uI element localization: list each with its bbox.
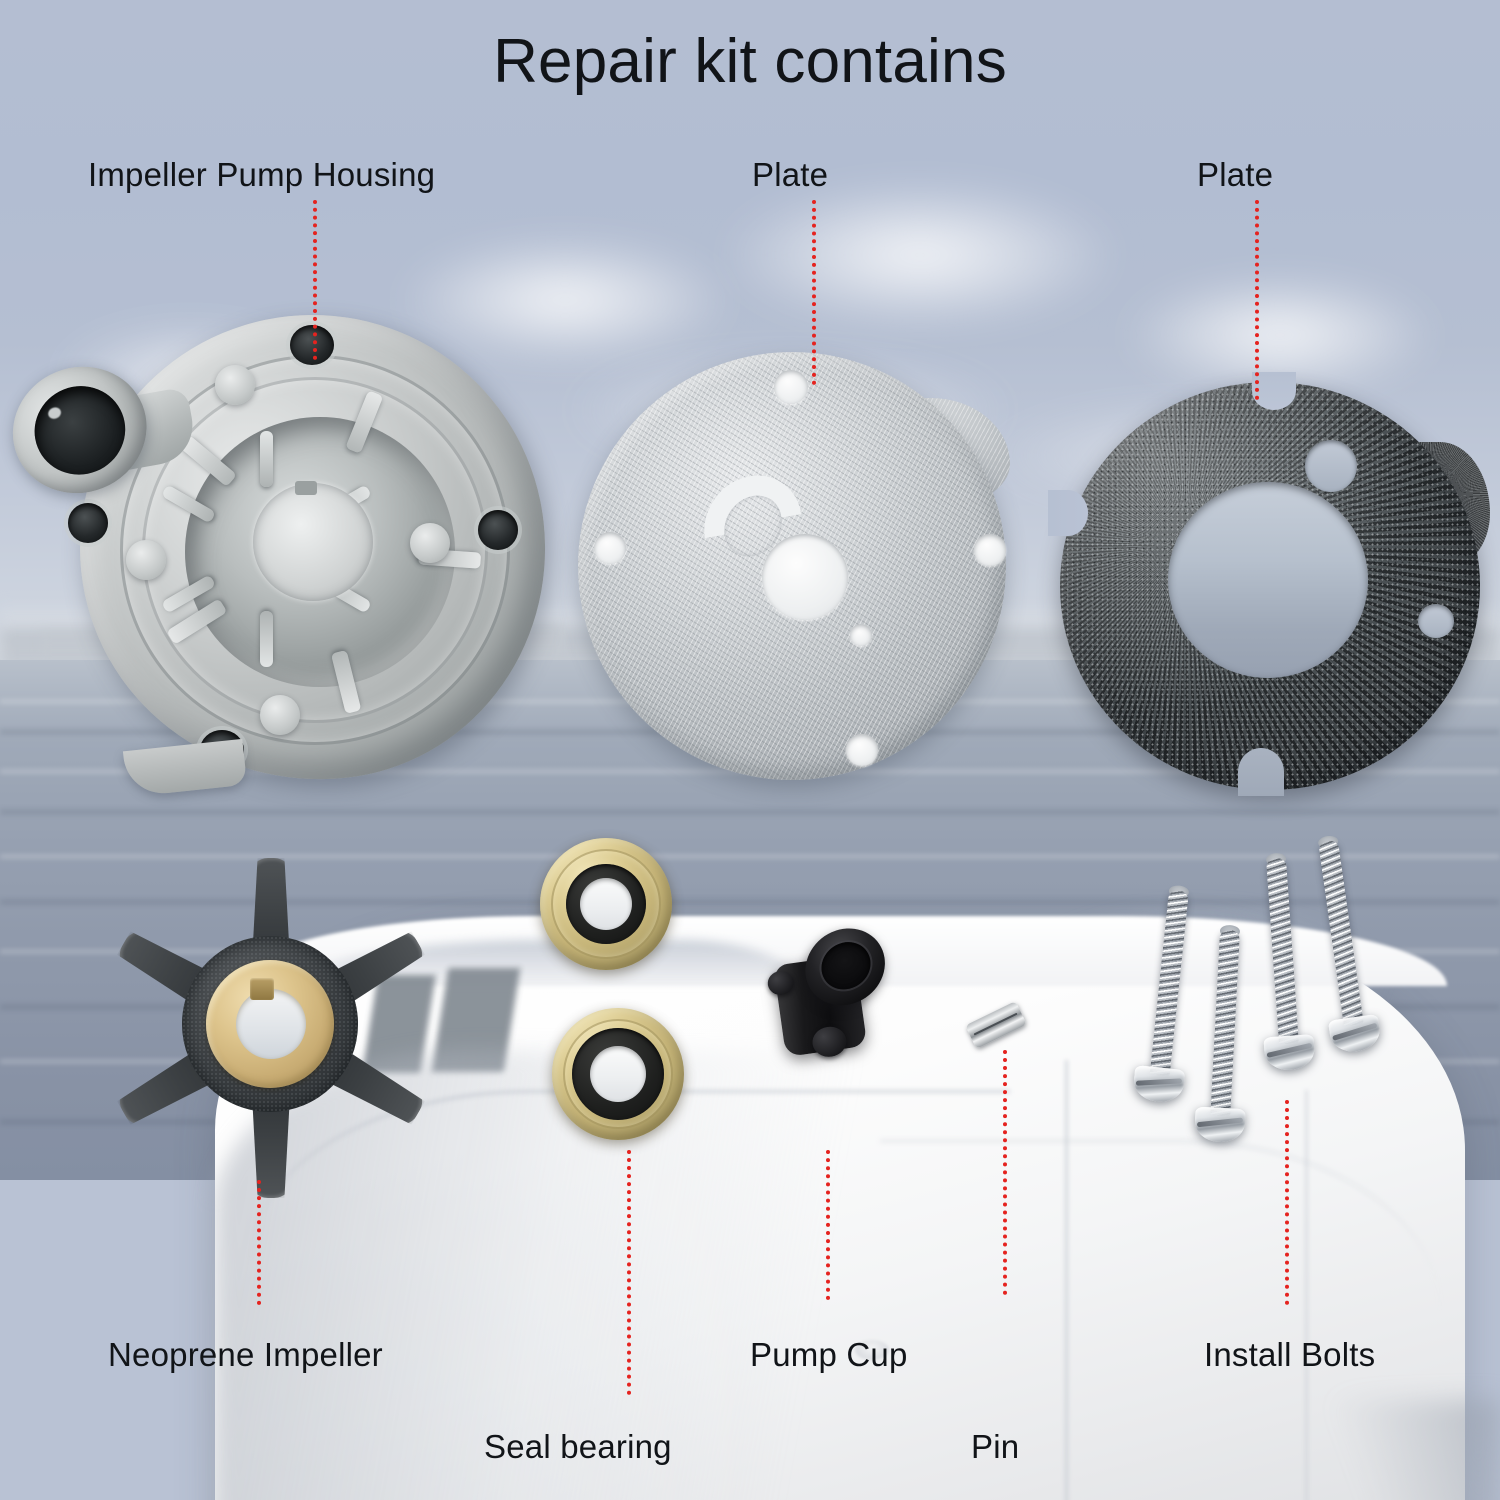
gasket-notch: [1048, 490, 1088, 536]
label-neoprene-impeller: Neoprene Impeller: [108, 1336, 383, 1373]
bolt-slot: [1266, 1042, 1313, 1058]
seal-bore: [590, 1046, 646, 1102]
seal-ring: [563, 1019, 673, 1129]
hull-crease: [880, 1140, 1440, 1390]
boat: [0, 620, 1500, 1500]
seal-bore: [580, 878, 632, 930]
water-ripple: [0, 810, 1500, 814]
leader-line-plate-gasket: [1255, 200, 1259, 400]
water-ripple: [0, 900, 1500, 904]
gasket-bolt-hole: [1418, 604, 1454, 638]
label-pump-cup: Pump Cup: [750, 1336, 908, 1373]
hull-seam: [1065, 1060, 1068, 1500]
part-plate-gasket: [1048, 372, 1490, 802]
impeller-bore: [236, 989, 306, 1059]
bolt-slot: [1196, 1117, 1244, 1128]
leader-line-impeller-pump-housing: [313, 200, 317, 360]
plate-bolt-hole: [974, 534, 1006, 566]
gasket-center-hole: [1168, 482, 1368, 678]
label-seal-bearing: Seal bearing: [484, 1428, 672, 1465]
housing-bolt-hole: [68, 503, 108, 543]
label-install-bolts: Install Bolts: [1204, 1336, 1376, 1373]
housing-vane: [260, 431, 273, 487]
housing-boss: [215, 365, 255, 405]
gasket-notch: [1252, 372, 1296, 410]
plate-center-hole: [762, 534, 848, 620]
label-plate-metal: Plate: [752, 156, 829, 193]
part-pump-cup: [763, 920, 901, 1070]
hull-seam: [1305, 1090, 1308, 1500]
part-seal-bearing: [540, 838, 672, 970]
seal-ring: [551, 849, 661, 959]
housing-bolt-hole: [290, 325, 334, 365]
gasket-bolt-hole: [1305, 440, 1357, 492]
impeller-keyway: [250, 978, 274, 1000]
hull-fitting: [855, 1340, 889, 1360]
label-pin: Pin: [971, 1428, 1020, 1465]
leader-line-pump-cup: [826, 1150, 830, 1300]
housing-hub-key: [295, 481, 317, 495]
housing-flange-notch: [122, 738, 248, 798]
bolt-slot: [1332, 1022, 1378, 1041]
bolt-slot: [1135, 1078, 1182, 1086]
part-plate-metal: [578, 352, 1018, 792]
plate-bolt-hole: [594, 532, 626, 564]
water-ripple: [0, 855, 1500, 858]
housing-hub-bore: [253, 483, 373, 601]
part-impeller-pump-housing: [0, 291, 569, 804]
housing-boss: [410, 523, 450, 563]
housing-bolt-hole: [478, 510, 518, 550]
part-neoprene-impeller: [60, 818, 480, 1238]
plate-pin-hole: [850, 624, 872, 646]
bolt-head: [1263, 1034, 1316, 1072]
label-plate-gasket: Plate: [1197, 156, 1274, 193]
bolt-threaded-shank: [1266, 857, 1299, 1045]
housing-boss: [260, 695, 300, 735]
leader-line-plate-metal: [812, 200, 816, 385]
leader-line-pin: [1003, 1050, 1007, 1295]
label-impeller-pump-housing: Impeller Pump Housing: [88, 156, 436, 193]
leader-line-seal-bearing: [627, 1150, 631, 1395]
housing-boss: [126, 540, 166, 580]
page-title: Repair kit contains: [493, 27, 1007, 96]
plate-bolt-hole: [846, 734, 878, 766]
gasket-notch: [1238, 748, 1284, 796]
part-seal-bearing: [552, 1008, 684, 1140]
bolt-head: [1193, 1106, 1246, 1144]
leader-line-install-bolts: [1285, 1100, 1289, 1305]
plate-notch: [574, 544, 618, 588]
bolt-threaded-shank: [1210, 929, 1241, 1117]
bow-shadow: [1330, 1400, 1500, 1500]
leader-line-neoprene-impeller: [257, 1180, 261, 1305]
housing-vane: [260, 611, 273, 667]
plate-bolt-hole: [774, 370, 808, 404]
